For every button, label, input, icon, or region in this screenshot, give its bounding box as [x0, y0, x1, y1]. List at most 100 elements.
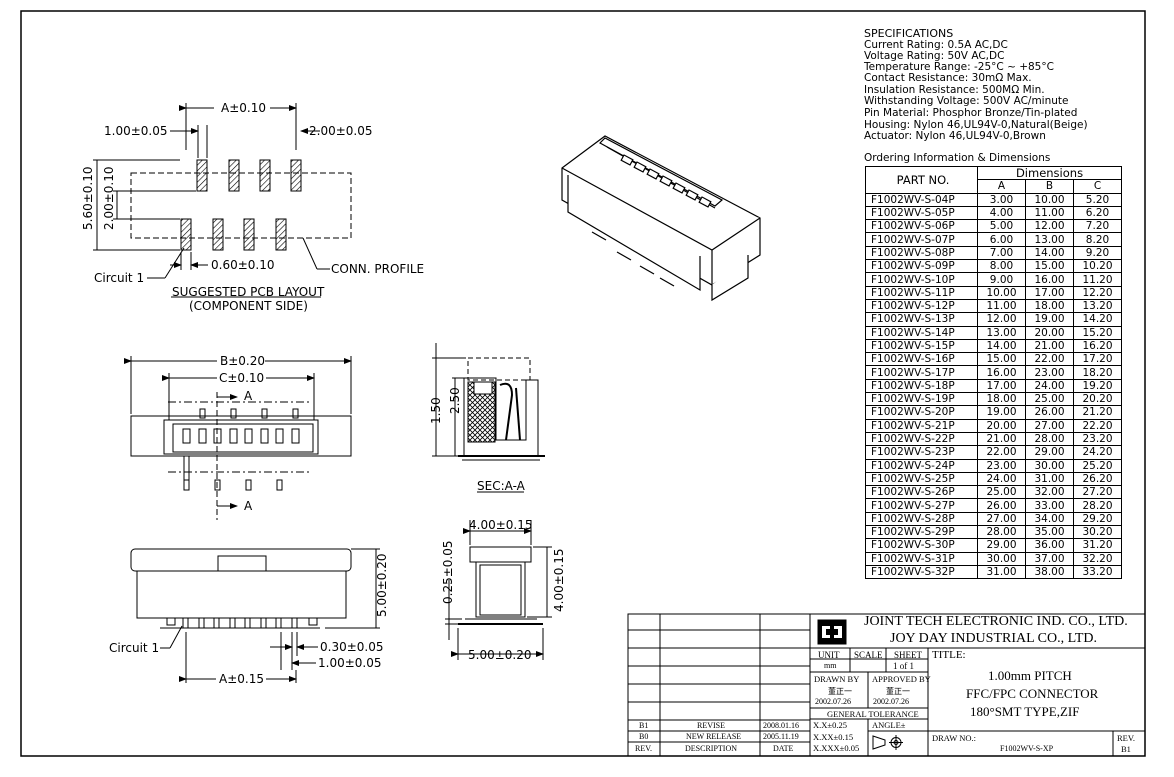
part-number-cell: F1002WV-S-13P — [865, 312, 978, 327]
dimension-cell: 11.00 — [977, 298, 1026, 314]
side-dim-top-label: 4.00±0.15 — [469, 518, 533, 532]
dimension-cell: 5.20 — [1073, 192, 1122, 207]
dimension-cell: 13.20 — [1073, 298, 1122, 314]
dimension-cell: 21.00 — [977, 431, 1026, 447]
dimension-cell: 32.00 — [1025, 485, 1074, 500]
approved-date: 2002.07.26 — [873, 697, 909, 706]
dimension-cell: 33.20 — [1073, 564, 1122, 580]
dimension-cell: 9.20 — [1073, 245, 1122, 261]
dim-height-label: 5.60±0.10 — [81, 166, 95, 231]
drawn-date: 2002.07.26 — [815, 697, 851, 706]
dimension-cell: 12.00 — [1025, 219, 1074, 234]
part-number-cell: F1002WV-S-12P — [865, 298, 978, 314]
column-header-b: B — [1025, 179, 1074, 194]
part-number-cell: F1002WV-S-04P — [865, 192, 978, 207]
part-number-cell: F1002WV-S-08P — [865, 245, 978, 261]
dimension-cell: 30.00 — [1025, 458, 1074, 473]
dimension-cell: 29.00 — [1025, 445, 1074, 460]
dimension-cell: 32.20 — [1073, 551, 1122, 566]
dimension-cell: 15.00 — [977, 352, 1026, 367]
pcb-layout-subtitle: (COMPONENT SIDE) — [189, 299, 308, 313]
part-number-cell: F1002WV-S-07P — [865, 232, 978, 247]
unit-value: mm — [824, 661, 837, 670]
dimension-cell: 8.00 — [977, 259, 1026, 274]
title-label: TITLE: — [932, 649, 966, 661]
dim-c-label: C±0.10 — [219, 371, 265, 385]
dimension-cell: 25.00 — [1025, 392, 1074, 407]
side-dim-left-label: 0.25±0.05 — [441, 540, 455, 605]
revision-rev: B1 — [639, 721, 649, 730]
dim-250-label: 2.50 — [448, 387, 462, 414]
unit-label: UNIT — [818, 650, 840, 660]
dimension-cell: 23.00 — [1025, 365, 1074, 380]
part-number-cell: F1002WV-S-10P — [865, 272, 978, 287]
dimension-cell: 20.00 — [977, 418, 1026, 433]
title-block-lines — [627, 613, 1146, 757]
dimension-cell: 5.00 — [977, 219, 1026, 234]
part-number-cell: F1002WV-S-25P — [865, 471, 978, 487]
part-number-cell: F1002WV-S-11P — [865, 285, 978, 300]
front-dim-a-label: A±0.15 — [219, 672, 264, 686]
front-dim-height-label: 5.00±0.20 — [375, 553, 389, 618]
title-line-3: 180°SMT TYPE,ZIF — [970, 704, 1080, 719]
projection-symbol-icon — [872, 735, 903, 750]
part-number-cell: F1002WV-S-21P — [865, 418, 978, 433]
spec-line: Housing: Nylon 46,UL94V-0,Natural(Beige) — [864, 119, 1088, 131]
dimension-cell: 26.20 — [1073, 471, 1122, 487]
part-number-cell: F1002WV-S-06P — [865, 219, 978, 234]
rev-header: REV. — [635, 744, 652, 753]
dim-right-label: 2.00±0.05 — [309, 124, 373, 138]
dimension-cell: 23.20 — [1073, 431, 1122, 447]
dimension-cell: 14.20 — [1073, 312, 1122, 327]
rev-label: REV. — [1117, 733, 1136, 743]
part-number-cell: F1002WV-S-28P — [865, 511, 978, 527]
dimension-cell: 11.00 — [1025, 205, 1074, 221]
dimension-cell: 24.00 — [1025, 378, 1074, 394]
section-mark-top: A — [244, 389, 253, 403]
dimension-cell: 8.20 — [1073, 232, 1122, 247]
dimension-cell: 4.00 — [977, 205, 1026, 221]
dimension-cell: 30.20 — [1073, 525, 1122, 540]
front-view-drawing — [130, 548, 380, 683]
dimension-cell: 34.00 — [1025, 511, 1074, 527]
column-header-a: A — [977, 179, 1026, 194]
spec-line: Actuator: Nylon 46,UL94V-0,Brown — [864, 130, 1046, 142]
part-number-cell: F1002WV-S-05P — [865, 205, 978, 221]
dim-pitch-label: 1.00±0.05 — [318, 656, 382, 670]
dimension-cell: 10.00 — [1025, 192, 1074, 207]
revision-desc: NEW RELEASE — [686, 732, 742, 741]
revision-date: 2008.01.16 — [763, 721, 799, 730]
dimension-cell: 16.20 — [1073, 338, 1122, 354]
dimension-cell: 33.00 — [1025, 498, 1074, 513]
tolerance-2: X.XX±0.15 — [813, 732, 854, 742]
section-mark-bottom: A — [244, 499, 253, 513]
scale-label: SCALE — [854, 650, 883, 660]
dimension-cell: 14.00 — [1025, 245, 1074, 261]
approved-by-label: APPROVED BY — [872, 674, 931, 684]
pcb-layout-drawing — [93, 103, 352, 298]
section-label: SEC:A-A — [477, 479, 525, 493]
part-no-header: PART NO. — [865, 166, 978, 194]
